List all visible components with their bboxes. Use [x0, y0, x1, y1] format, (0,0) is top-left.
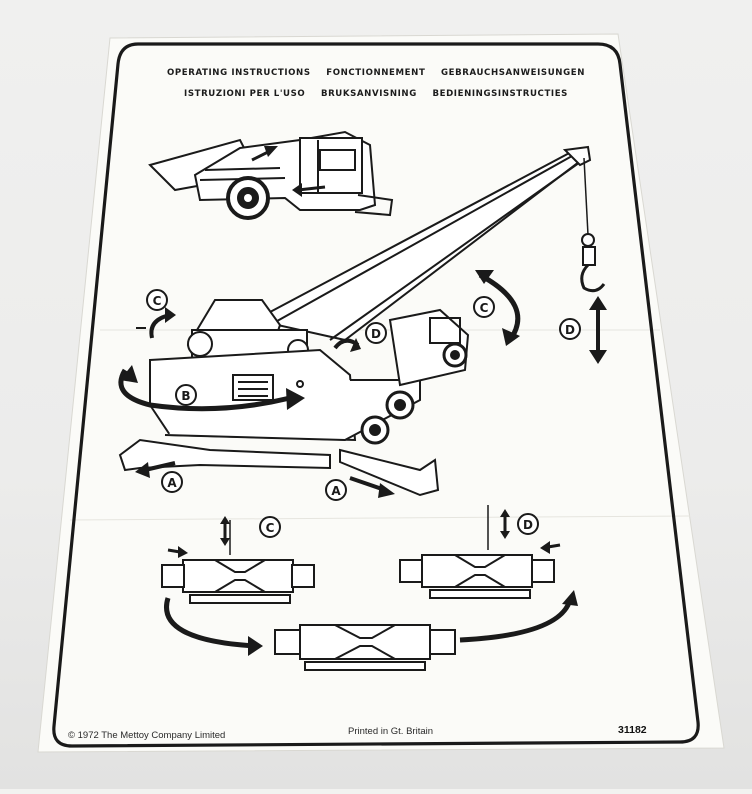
svg-text:C: C	[153, 294, 162, 308]
copyright-text: © 1972 The Mettoy Company Limited	[68, 730, 226, 741]
svg-text:D: D	[565, 323, 575, 337]
header-row-2: ISTRUZIONI PER L'USO BRUKSANVISNING BEDI…	[0, 89, 752, 99]
svg-text:C: C	[266, 521, 275, 535]
fold-line	[69, 515, 691, 521]
label-d-crane: D	[365, 322, 387, 344]
printed-text: Printed in Gt. Britain	[348, 726, 434, 737]
header-text: FONCTIONNEMENT	[326, 68, 426, 78]
label-a-left: A	[161, 471, 183, 493]
header-text: ISTRUZIONI PER L'USO	[184, 89, 306, 99]
label-a-right: A	[325, 479, 347, 501]
label-b: B	[175, 384, 197, 406]
crane-illustration	[118, 145, 606, 497]
label-c-boom: C	[473, 296, 495, 318]
svg-text:A: A	[167, 476, 177, 490]
winch-diagrams	[161, 505, 578, 671]
header-row-1: OPERATING INSTRUCTIONS FONCTIONNEMENT GE…	[0, 68, 752, 78]
svg-text:D: D	[523, 518, 533, 532]
header-text: BEDIENINGSINSTRUCTIES	[432, 89, 568, 99]
header-text: BRUKSANVISNING	[320, 89, 417, 99]
header-text: GEBRAUCHSANWEISUNGEN	[441, 68, 586, 78]
svg-text:B: B	[181, 389, 190, 403]
border-frame	[52, 42, 700, 748]
label-c-winch: C	[259, 516, 281, 538]
svg-text:D: D	[371, 327, 381, 341]
product-code: 31182	[618, 724, 647, 736]
label-c-left: C	[146, 289, 168, 311]
svg-text:A: A	[331, 484, 341, 498]
header-text: OPERATING INSTRUCTIONS	[166, 68, 311, 78]
svg-text:C: C	[480, 301, 489, 315]
movement-arrows	[118, 270, 607, 498]
label-d-hook: D	[559, 318, 581, 340]
truck-cab-illustration	[148, 130, 394, 220]
label-d-winch: D	[517, 513, 539, 535]
